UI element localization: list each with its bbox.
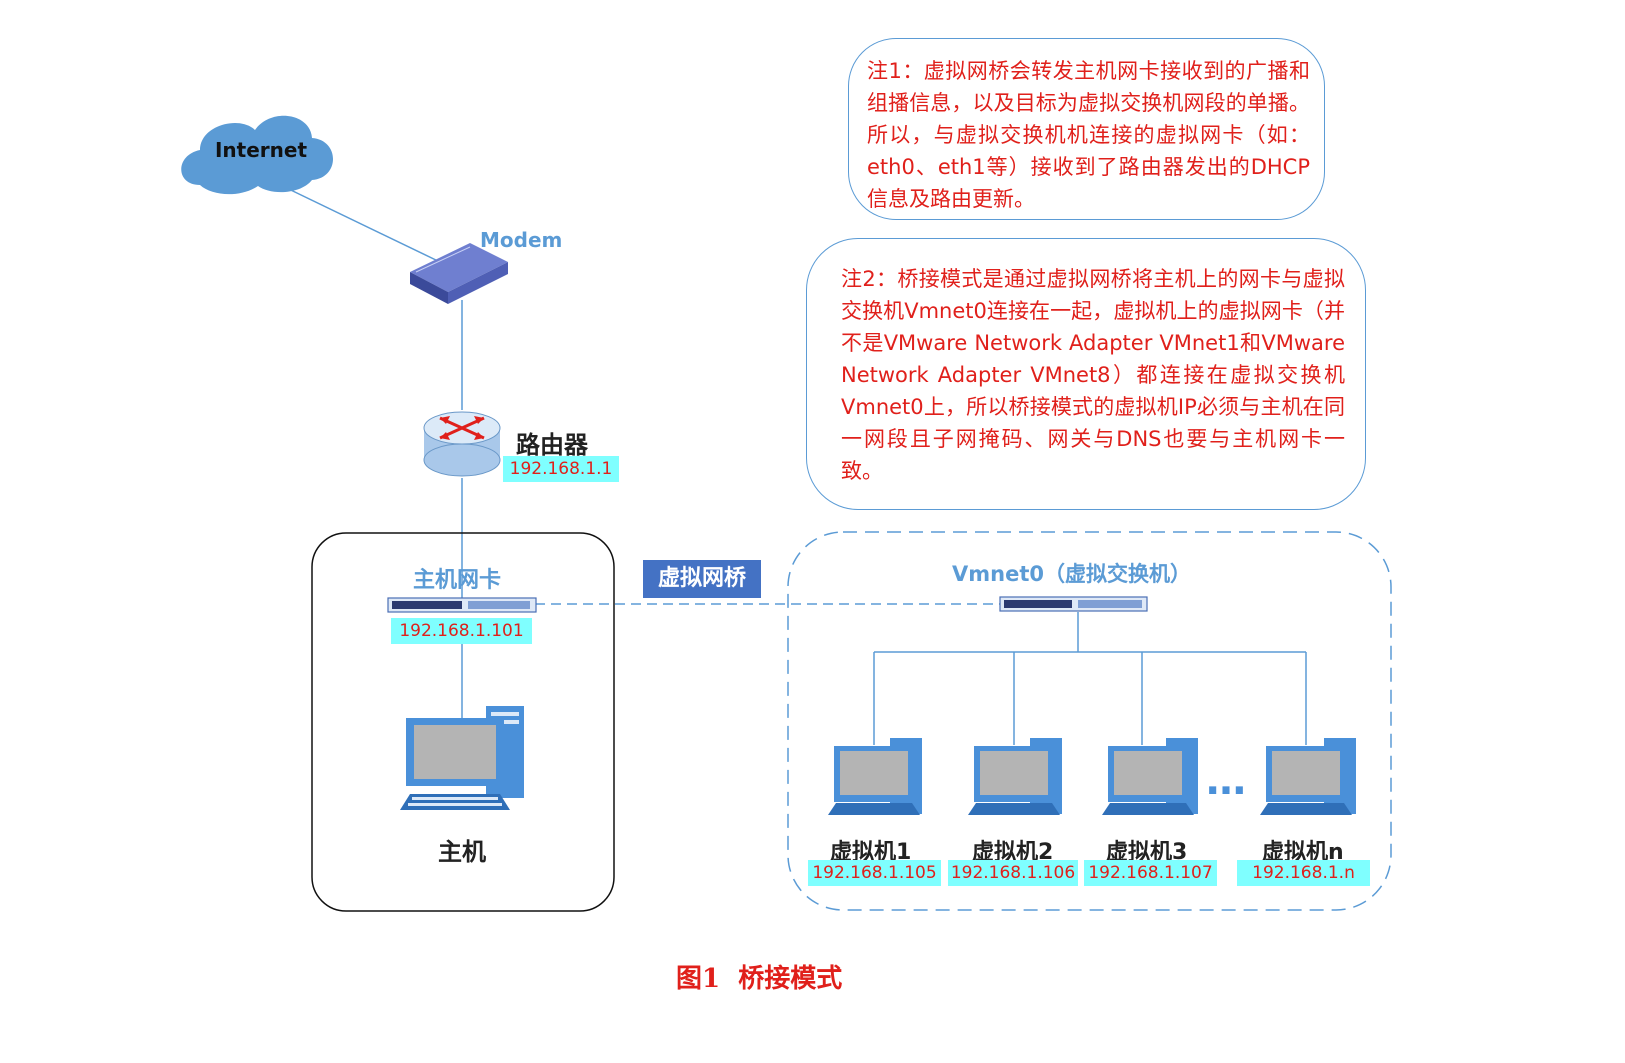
router-label: 路由器	[516, 431, 588, 459]
virtual-network-boundary	[787, 531, 1392, 911]
cloud-icon	[181, 115, 333, 195]
vm2-computer-icon	[968, 738, 1062, 815]
host-nic-ip: 192.168.1.101	[391, 618, 532, 644]
internet-label: Internet	[214, 138, 308, 162]
internet-modem-link	[269, 179, 441, 263]
vm-ip: 192.168.1.107	[1084, 860, 1217, 886]
note-2-text: 注2：桥接模式是通过虚拟网桥将主机上的网卡与虚拟交换机Vmnet0连接在一起，虚…	[841, 267, 1345, 483]
vm-ip: 192.168.1.106	[948, 860, 1078, 886]
note-2: 注2：桥接模式是通过虚拟网桥将主机上的网卡与虚拟交换机Vmnet0连接在一起，虚…	[806, 238, 1366, 510]
router-icon	[423, 411, 501, 477]
host-boundary	[311, 532, 615, 912]
modem-label: Modem	[480, 228, 563, 252]
vm1-computer-icon	[828, 738, 922, 815]
virtual-switch-label: Vmnet0（虚拟交换机）	[952, 562, 1191, 586]
note-1: 注1：虚拟网桥会转发主机网卡接收到的广播和组播信息，以及目标为虚拟交换机网段的单…	[848, 38, 1325, 220]
host-label: 主机	[438, 838, 486, 866]
virtual-bridge-tag: 虚拟网桥	[643, 560, 761, 598]
vm3-computer-icon	[1102, 738, 1198, 815]
figure-caption: 图1 桥接模式	[676, 964, 843, 994]
router-ip: 192.168.1.1	[503, 456, 619, 482]
modem-icon	[410, 243, 508, 304]
more-vms-ellipsis: …	[1206, 758, 1246, 804]
note-1-text: 注1：虚拟网桥会转发主机网卡接收到的广播和组播信息，以及目标为虚拟交换机网段的单…	[867, 59, 1310, 211]
vm-ip: 192.168.1.n	[1237, 860, 1370, 886]
host-computer-icon	[400, 706, 524, 810]
vmn-computer-icon	[1260, 738, 1356, 815]
host-nic-label: 主机网卡	[413, 568, 502, 593]
host-nic-icon	[387, 597, 537, 613]
virtual-switch-icon	[999, 596, 1148, 612]
vm-ip: 192.168.1.105	[808, 860, 941, 886]
